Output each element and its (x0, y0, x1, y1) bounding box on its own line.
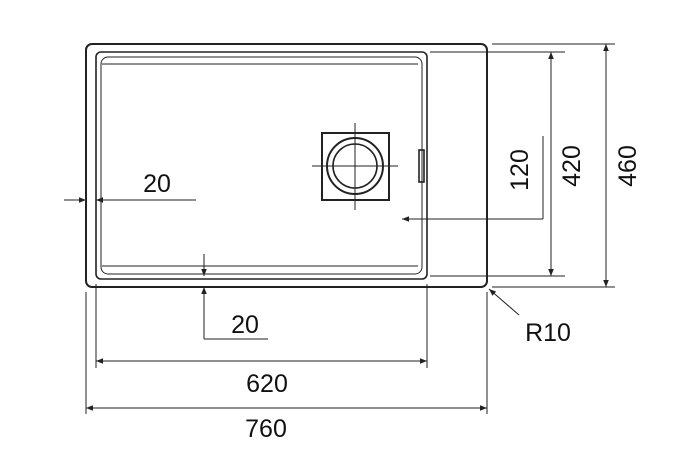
dim-corner-radius: R10 (488, 288, 571, 347)
dim-overall-height: 460 (603, 44, 642, 287)
overall-width-label: 760 (245, 415, 287, 443)
extension-lines (85, 43, 615, 414)
dim-bottom-margin: 20 (201, 254, 268, 340)
waste-offset-label: 120 (506, 149, 534, 191)
dim-left-margin: 20 (64, 170, 196, 203)
bowl-width-label: 620 (246, 370, 288, 398)
sink-outer-outline (85, 43, 488, 288)
waste-drain (312, 123, 398, 210)
left-margin-label: 20 (143, 170, 171, 198)
dim-overall-width: 760 (86, 405, 487, 443)
dim-bowl-width: 620 (96, 358, 427, 398)
bowl-inner-outline (100, 56, 423, 275)
bowl-outer-outline (95, 51, 428, 280)
bowl-height-label: 420 (558, 145, 586, 187)
overflow-slot (418, 149, 425, 183)
dim-waste-offset: 120 (402, 136, 544, 222)
overall-height-label: 460 (614, 145, 642, 187)
dim-bowl-height: 420 (548, 52, 586, 276)
corner-radius-label: R10 (525, 319, 571, 347)
bottom-margin-label: 20 (231, 311, 259, 339)
